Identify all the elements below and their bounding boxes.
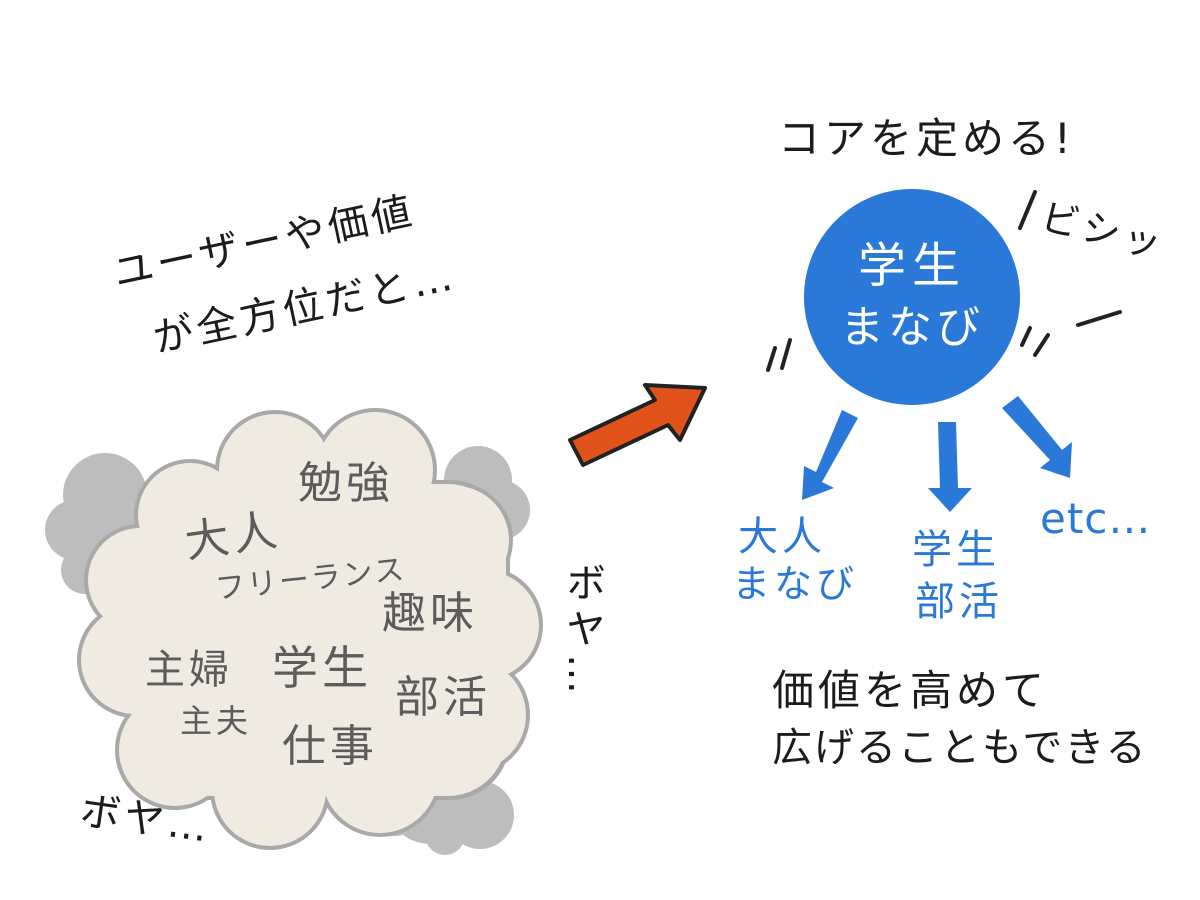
word-student: 学生 xyxy=(272,641,372,695)
branch-2-line-1: 学生 xyxy=(912,527,1000,573)
main-cloud xyxy=(77,408,543,850)
orange-arrow xyxy=(568,383,707,467)
word-adult: 大人 xyxy=(181,504,285,569)
word-work: 仕事 xyxy=(282,721,378,772)
blur-side-text: ボヤ… xyxy=(559,562,605,700)
right-title: コアを定める! xyxy=(778,114,1075,163)
branch-2-line-2: 部活 xyxy=(915,579,1003,625)
branch-3-line-1: etc… xyxy=(1040,494,1152,543)
branch-arrows xyxy=(802,396,1072,512)
branch-1-line-2: まなび xyxy=(732,562,859,606)
core-line-2: まなび xyxy=(840,302,984,353)
word-club: 部活 xyxy=(395,672,491,723)
core-line-1: 学生 xyxy=(857,238,966,294)
word-homemaker-husband: 主夫 xyxy=(180,702,253,740)
word-study: 勉強 xyxy=(298,458,394,509)
branch-1-line-1: 大人 xyxy=(738,514,826,560)
conclusion-line-1: 価値を高めて xyxy=(772,666,1049,715)
core-circle xyxy=(804,189,1020,405)
impact-lines xyxy=(766,190,1122,372)
word-hobby: 趣味 xyxy=(382,588,478,639)
conclusion-line-2: 広げることもできる xyxy=(772,725,1148,771)
word-homemaker-wife: 主婦 xyxy=(145,647,233,693)
